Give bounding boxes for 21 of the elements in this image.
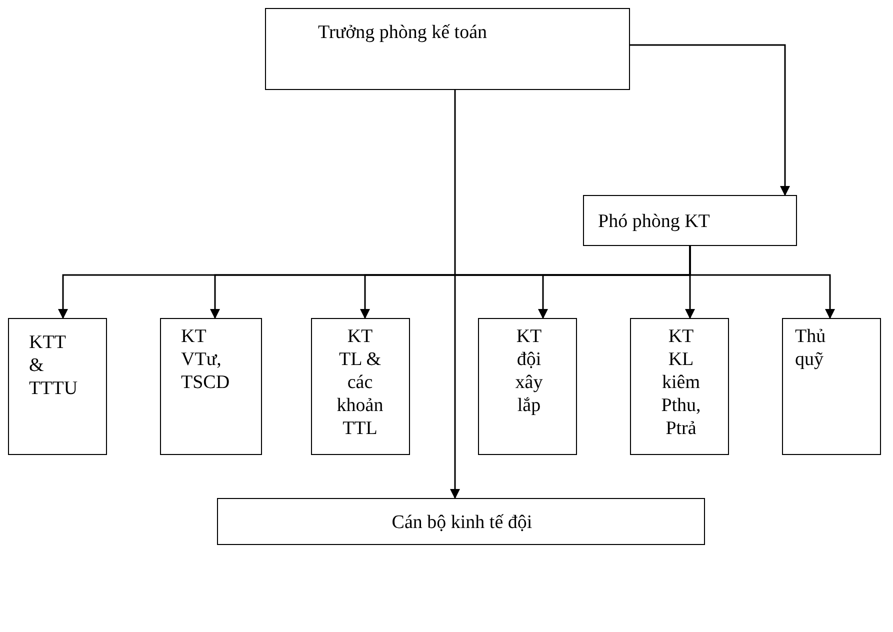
org-box <box>311 318 410 455</box>
box-label: Thủ quỹ <box>795 325 827 371</box>
org-box <box>160 318 262 455</box>
box-label: Trưởng phòng kế toán <box>318 21 488 44</box>
box-label: KTT & TTTU <box>29 331 79 400</box>
box-label: KT TL & các khoản TTL <box>336 325 384 440</box>
org-box <box>265 8 630 90</box>
org-box <box>583 195 797 246</box>
org-box <box>8 318 107 455</box>
org-box <box>782 318 881 455</box>
box-label: KT đội xây lắp <box>514 325 544 417</box>
box-label: Cán bộ kinh tế đội <box>390 511 534 534</box>
arrow <box>630 44 790 196</box>
org-box <box>478 318 577 455</box>
arrow <box>689 246 835 319</box>
org-box <box>217 498 705 545</box>
box-label: Phó phòng KT <box>598 210 711 233</box>
box-label: KT VTư, TSCD <box>181 325 231 394</box>
box-label: KT KL kiêm Pthu, Ptrả <box>660 325 702 440</box>
arrow <box>450 90 460 499</box>
org-box <box>630 318 729 455</box>
